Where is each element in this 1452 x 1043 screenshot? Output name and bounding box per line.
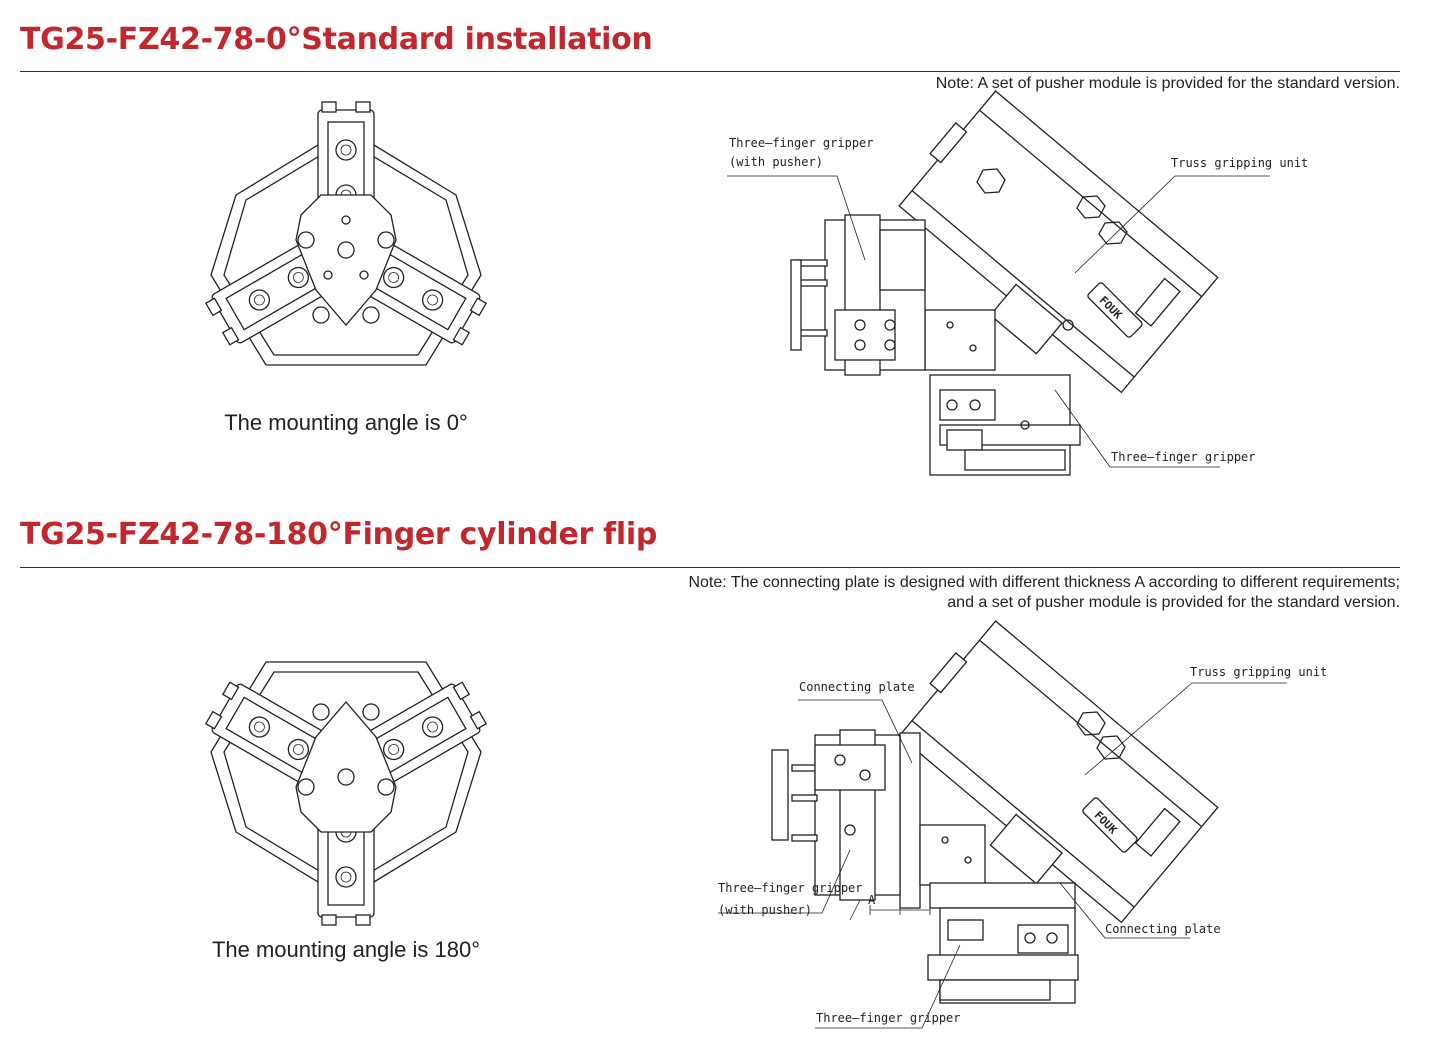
- section2-note: Note: The connecting plate is designed w…: [688, 573, 1400, 613]
- gripper-top-view-180deg: [204, 661, 488, 926]
- section1-caption: The mounting angle is 0°: [224, 410, 468, 435]
- section1-divider: [20, 71, 1400, 72]
- s2-label-connecting-plate-top: Connecting plate: [799, 680, 915, 694]
- section2-title: TG25-FZ42-78-180°Finger cylinder flip: [20, 517, 658, 552]
- gripper-side-view-180deg: FOUK Connecting plate Truss gripping uni…: [718, 620, 1327, 1029]
- s2-label-gripper-pusher-line2: (with pusher): [718, 903, 812, 917]
- section1-title: TG25-FZ42-78-0°Standard installation: [20, 22, 653, 57]
- s2-label-dimension-a: A: [868, 893, 876, 907]
- gripper-top-view-0deg: [204, 101, 488, 366]
- section2-divider: [20, 567, 1400, 568]
- s1-label-gripper: Three—finger gripper: [1111, 450, 1256, 464]
- gripper-side-view-0deg: FOUK Three—finger gripper (with pusher) …: [727, 90, 1308, 476]
- section2-note-line1: Note: The connecting plate is designed w…: [688, 574, 1400, 591]
- s1-label-gripper-pusher-line1: Three—finger gripper: [729, 136, 874, 150]
- s2-label-truss-unit: Truss gripping unit: [1190, 665, 1327, 679]
- s2-label-gripper-pusher-line1: Three—finger gripper: [718, 881, 863, 895]
- section2-caption: The mounting angle is 180°: [211, 937, 481, 962]
- s1-label-gripper-pusher-line2: (with pusher): [729, 155, 823, 169]
- section2-note-line2: and a set of pusher module is provided f…: [947, 594, 1400, 611]
- s1-label-truss-unit: Truss gripping unit: [1171, 156, 1308, 170]
- s2-label-connecting-plate-bottom: Connecting plate: [1105, 922, 1221, 936]
- s2-label-gripper: Three—finger gripper: [816, 1011, 961, 1025]
- section1-note: Note: A set of pusher module is provided…: [935, 75, 1400, 92]
